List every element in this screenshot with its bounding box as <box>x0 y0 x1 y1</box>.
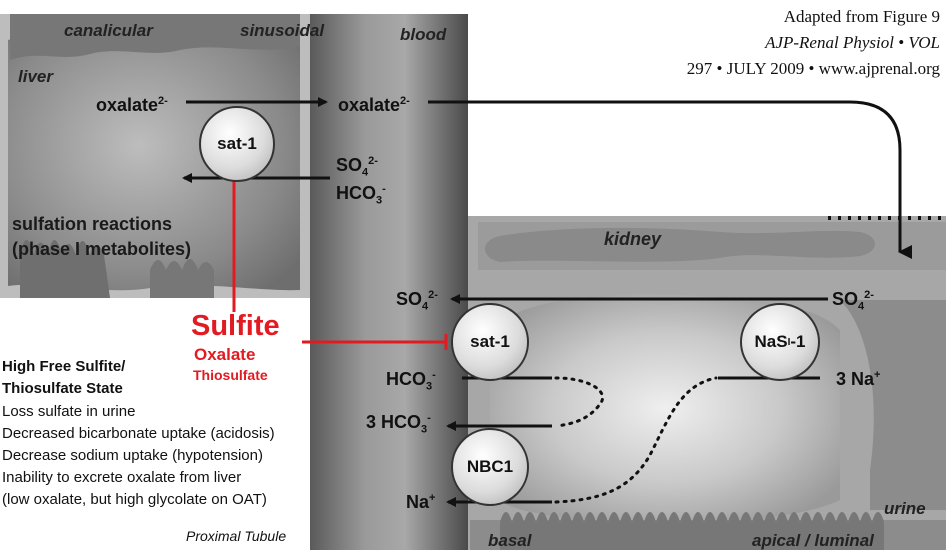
so4-kidney-basal-charge: 2- <box>428 289 438 301</box>
notes-item: Loss sulfate in urine <box>2 403 136 420</box>
label-kidney: kidney <box>604 229 662 249</box>
transporter-nbc1: NBC1 <box>451 428 529 506</box>
label-na-kidney: Na+ <box>406 492 436 512</box>
label-so4-kidney-basal: SO42- <box>396 290 438 313</box>
hco3-kidney-charge: - <box>432 369 436 381</box>
label-apical: apical / luminal <box>752 531 874 550</box>
so4-kidney-basal-text: SO <box>396 289 423 309</box>
label-hco3-kidney: HCO3- <box>386 370 436 393</box>
transporter-sat1-kidney: sat-1 <box>451 303 529 381</box>
notes-item: Inability to excrete oxalate from liver <box>2 469 242 486</box>
label-sulfation-line-1: sulfation reactions <box>12 214 173 234</box>
three-na-text: 3 Na <box>836 369 875 389</box>
label-blood: blood <box>400 25 447 44</box>
oxalate-liver-text: oxalate <box>96 95 159 115</box>
notes-footer: Proximal Tubule <box>186 528 287 544</box>
label-oxalate-liver: oxalate2- <box>96 95 168 115</box>
hco3-dotted-curve <box>554 376 604 428</box>
attribution-line-3: 297 • JULY 2009 • www.ajprenal.org <box>686 59 940 78</box>
label-3hco3-kidney: 3 HCO3- <box>366 413 431 436</box>
nasi1-suffix: -1 <box>790 332 806 351</box>
so4-blood-sub: 4 <box>362 166 369 179</box>
label-hco3-blood: HCO3- <box>336 184 386 207</box>
inhibitor-sulfite: Sulfite <box>191 310 280 342</box>
notes-item: Decrease sodium uptake (hypotension) <box>2 447 263 464</box>
hco3-blood-charge: - <box>382 183 386 195</box>
hco3-blood-text: HCO <box>336 183 376 203</box>
so4-blood-charge: 2- <box>368 155 378 167</box>
na-dotted-curve <box>554 376 718 504</box>
label-oxalate-blood: oxalate2- <box>338 95 410 115</box>
so4-blood-text: SO <box>336 155 363 175</box>
nasi1-sub: I <box>787 336 791 348</box>
three-na-charge: + <box>874 369 881 381</box>
nasi1-text: NaS <box>754 332 788 351</box>
oxalate-blood-charge: 2- <box>400 95 410 107</box>
inhibitor-oxalate: Oxalate <box>194 345 256 364</box>
hco3-kidney-sub: 3 <box>426 380 433 393</box>
na-charge: + <box>429 492 436 504</box>
label-sinusoidal: sinusoidal <box>240 21 325 40</box>
hco3-blood-sub: 3 <box>376 194 383 207</box>
label-basal: basal <box>488 531 532 550</box>
notes-item: (low oxalate, but high glycolate on OAT) <box>2 491 267 508</box>
transporter-sat1-liver: sat-1 <box>199 106 275 182</box>
inhibition-kidney <box>302 334 448 350</box>
oxalate-blood-text: oxalate <box>338 95 401 115</box>
so4-kidney-apical-sub: 4 <box>858 300 865 313</box>
label-3na-kidney: 3 Na+ <box>836 369 881 389</box>
label-liver: liver <box>18 67 53 86</box>
so4-kidney-apical-charge: 2- <box>864 289 874 301</box>
label-urine: urine <box>884 499 926 518</box>
hco3-kidney-text: HCO <box>386 369 426 389</box>
label-so4-kidney-apical: SO42- <box>832 290 874 313</box>
so4-kidney-apical-text: SO <box>832 289 859 309</box>
so4-kidney-basal-sub: 4 <box>422 300 429 313</box>
label-canalicular: canalicular <box>64 21 153 40</box>
oxalate-liver-charge: 2- <box>158 95 168 107</box>
na-text: Na <box>406 492 430 512</box>
attribution-line-2: AJP-Renal Physiol • VOL <box>765 33 940 52</box>
three-hco3-sub: 3 <box>421 423 428 436</box>
three-hco3-text: 3 HCO <box>366 412 422 432</box>
attribution-line-1: Adapted from Figure 9 <box>783 7 940 26</box>
label-sulfation-line-2: (phase I metabolites) <box>12 239 192 259</box>
notes-item: Decreased bicarbonate uptake (acidosis) <box>2 425 275 442</box>
label-so4-blood: SO42- <box>336 156 378 179</box>
oxalate-to-urine-arrow <box>428 100 912 259</box>
three-hco3-charge: - <box>427 412 431 424</box>
notes-heading-1: High Free Sulfite/ <box>2 358 126 375</box>
inhibitor-thiosulfate: Thiosulfate <box>193 367 268 383</box>
notes-heading-2: Thiosulfate State <box>2 380 123 397</box>
